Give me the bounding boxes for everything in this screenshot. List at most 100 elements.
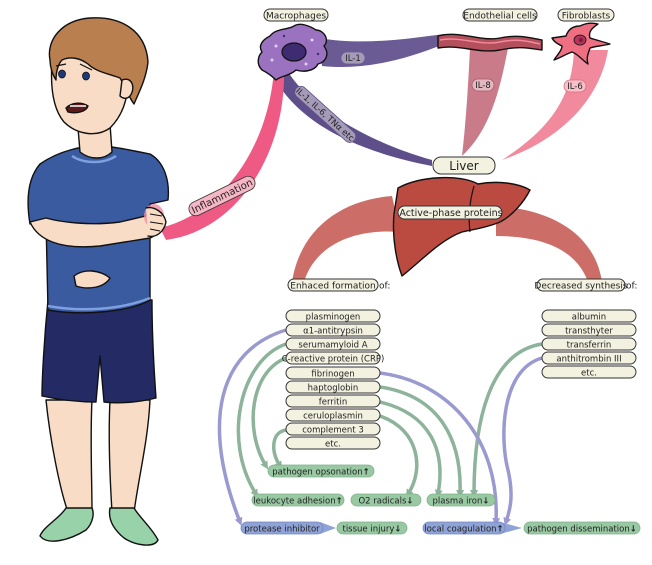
svg-text:ceruloplasmin: ceruloplasmin xyxy=(303,412,363,422)
cytokine-il8-label: IL-8 xyxy=(471,78,495,92)
protein-item-transferrin: transferrin xyxy=(541,337,637,351)
svg-text:Decreased synthesis: Decreased synthesis xyxy=(534,282,627,292)
arrow-fibrinogen-to-local-coagulation xyxy=(379,371,501,526)
svg-text:complement 3: complement 3 xyxy=(302,426,363,436)
effect-plasma-iron: plasma iron↓ xyxy=(426,493,496,507)
decrease-arrow-icon: ↓ xyxy=(394,525,401,535)
decrease-arrow-icon: ↓ xyxy=(482,497,489,507)
inflammation-stream xyxy=(160,70,285,240)
decreased-protein-list: albumin transthyter transferrin anthitro… xyxy=(541,309,637,379)
macrophage-to-liver-stream xyxy=(272,64,432,166)
protein-item-fibrinogen: fibrinogen xyxy=(285,366,381,380)
svg-text:ferritin: ferritin xyxy=(319,398,348,408)
effect-protease-inhibitor: protease inhibitor xyxy=(240,521,324,535)
blood-vessel-icon xyxy=(437,33,543,52)
svg-text:Active-phase proteins: Active-phase proteins xyxy=(399,208,502,219)
endothelial-to-liver-stream xyxy=(462,48,508,156)
arrow-ceruloplasmin-to-o2-radicals xyxy=(379,414,419,498)
liver-to-decreased-stream xyxy=(496,206,602,282)
macrophage-icon xyxy=(257,23,328,81)
protein-item-etc: etc. xyxy=(285,436,381,450)
arrow-complement-to-opsonation xyxy=(272,428,287,470)
svg-text:anthitrombin III: anthitrombin III xyxy=(556,355,621,365)
liver-to-enhanced-stream xyxy=(292,196,400,282)
increase-arrow-icon: ↑ xyxy=(336,497,343,507)
increase-arrow-icon: ↑ xyxy=(363,468,370,478)
effect-local-coagulation: local coagulation↑ xyxy=(422,521,506,535)
effect-o2-radicals: O2 radicals↓ xyxy=(350,493,422,507)
svg-text:serumamyloid A: serumamyloid A xyxy=(298,341,367,351)
svg-text:IL-8: IL-8 xyxy=(475,81,491,91)
protein-item-serumamyloid-a: serumamyloid A xyxy=(285,337,381,351)
fibroblasts-label: Fibroblasts xyxy=(557,8,615,22)
arrow-transferrin-to-plasma-iron xyxy=(470,342,543,498)
protein-item-ferritin: ferritin xyxy=(285,394,381,408)
effect-leukocyte-adhesion: leukocyte adhesion↑ xyxy=(251,493,345,507)
svg-text:α1-antitrypsin: α1-antitrypsin xyxy=(303,327,363,337)
svg-text:Enhaced formation: Enhaced formation xyxy=(290,282,375,292)
svg-text:albumin: albumin xyxy=(572,313,606,323)
inhibit-wedges xyxy=(320,522,522,534)
svg-text:of:: of: xyxy=(379,282,390,292)
svg-text:Liver: Liver xyxy=(449,159,479,173)
liver-icon xyxy=(392,176,531,277)
decrease-arrow-icon: ↓ xyxy=(630,525,637,535)
svg-text:pathogen opsonation↑: pathogen opsonation↑ xyxy=(272,468,369,478)
svg-text:O2 radicals↓: O2 radicals↓ xyxy=(358,497,413,507)
enhanced-formation-header: Enhaced formation of: xyxy=(287,278,390,292)
endothelial-label: Endothelial cells xyxy=(462,8,538,22)
svg-text:pathogen dissemination↓: pathogen dissemination↓ xyxy=(527,525,637,535)
svg-text:plasminogen: plasminogen xyxy=(306,313,361,323)
flow-arrows xyxy=(217,328,543,526)
svg-text:protease inhibitor: protease inhibitor xyxy=(244,525,320,535)
macrophages-label: Macrophages xyxy=(263,8,329,22)
protein-item-complement-3: complement 3 xyxy=(285,422,381,436)
fibroblast-icon xyxy=(551,22,611,65)
svg-text:IL-1: IL-1 xyxy=(345,54,361,64)
fibroblast-to-liver-stream xyxy=(502,50,608,160)
effect-pathogen-opsonation: pathogen opsonation↑ xyxy=(267,464,375,478)
svg-text:local coagulation↑: local coagulation↑ xyxy=(424,525,503,535)
protein-item-transthyter: transthyter xyxy=(541,323,637,337)
svg-text:transferrin: transferrin xyxy=(567,341,612,351)
macrophages-text: Macrophages xyxy=(266,12,326,22)
decrease-arrow-icon: ↓ xyxy=(406,497,413,507)
arrow-ferritin-to-plasma-iron xyxy=(379,400,443,498)
macrophage-to-endothelial-stream xyxy=(318,34,444,68)
wedge-protease-to-tissue xyxy=(320,522,336,534)
protein-item-haptoglobin: haptoglobin xyxy=(285,380,381,394)
protein-item-ceruloplasmin: ceruloplasmin xyxy=(285,408,381,422)
svg-text:etc.: etc. xyxy=(581,369,597,379)
arrow-antithrombin-to-local-coagulation xyxy=(502,356,543,526)
svg-text:fibrinogen: fibrinogen xyxy=(311,370,354,380)
cytokine-il6-label: IL-6 xyxy=(563,79,587,93)
svg-text:haptoglobin: haptoglobin xyxy=(308,384,359,394)
svg-text:etc.: etc. xyxy=(325,440,341,450)
arrow-antitrypsin-to-protease-inhibitor xyxy=(217,328,287,526)
svg-text:leukocyte adhesion↑: leukocyte adhesion↑ xyxy=(253,497,343,507)
protein-item-albumin: albumin xyxy=(541,309,637,323)
decreased-synthesis-header: Decreased synthesis of: xyxy=(534,278,637,292)
cytokine-il1-label: IL-1 xyxy=(340,51,366,65)
enhanced-protein-list: plasminogen α1-antitrypsin serumamyloid … xyxy=(282,309,384,450)
arrow-haptoglobin-to-plasma-iron xyxy=(379,385,465,498)
arrow-crp-to-opsonation xyxy=(251,356,287,470)
endothelial-text: Endothelial cells xyxy=(463,12,537,22)
svg-text:IL-6: IL-6 xyxy=(567,82,583,92)
protein-item-antithrombin-iii: anthitrombin III xyxy=(541,351,637,365)
active-phase-proteins-label: Active-phase proteins xyxy=(397,205,503,220)
protein-item-etc: etc. xyxy=(541,365,637,379)
fibroblasts-text: Fibroblasts xyxy=(562,12,611,22)
svg-text:of:: of: xyxy=(626,282,637,292)
sick-person-illustration xyxy=(27,17,170,546)
cytokine-il1-il6-tna-label: IL-1, IL-6, TNα etc xyxy=(293,85,357,144)
arrow-serumamyloid-to-leukocyte-adhesion xyxy=(236,342,287,498)
svg-text:transthyter: transthyter xyxy=(565,327,613,337)
svg-text:tissue injury↓: tissue injury↓ xyxy=(342,525,401,535)
svg-text:IL-1, IL-6, TNα etc: IL-1, IL-6, TNα etc xyxy=(293,86,356,144)
protein-item-plasminogen: plasminogen xyxy=(285,309,381,323)
svg-text:plasma iron↓: plasma iron↓ xyxy=(433,497,490,507)
liver-label: Liver xyxy=(432,156,496,175)
protein-item-a1-antitrypsin: α1-antitrypsin xyxy=(285,323,381,337)
